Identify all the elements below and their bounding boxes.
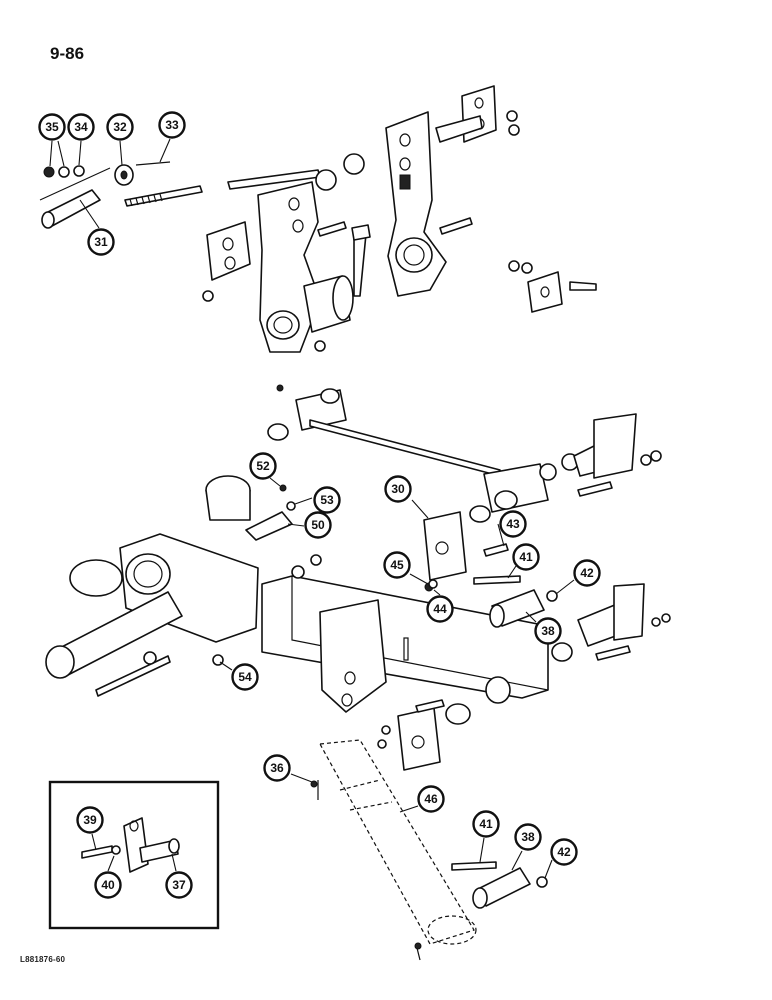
callout-46: 46 xyxy=(417,785,445,813)
callout-labels: 35 34 32 33 31 52 53 50 30 43 41 45 42 44 38 54 36 46 39 41… xyxy=(38,111,601,899)
callout-circle xyxy=(94,871,122,899)
callout-number: 38 xyxy=(521,830,535,844)
callout-circle xyxy=(313,486,341,514)
callout-43: 43 xyxy=(499,510,527,538)
callout-number: 41 xyxy=(479,817,493,831)
callout-number: 36 xyxy=(270,761,284,775)
callout-number: 32 xyxy=(113,120,127,134)
callout-54: 54 xyxy=(231,663,259,691)
callout-number: 42 xyxy=(557,845,571,859)
callout-37: 37 xyxy=(165,871,193,899)
callout-52: 52 xyxy=(249,452,277,480)
callout-circle xyxy=(384,475,412,503)
callout-circle xyxy=(38,113,66,141)
callout-30: 30 xyxy=(384,475,412,503)
callout-circle xyxy=(512,543,540,571)
callout-circle xyxy=(67,113,95,141)
callout-number: 54 xyxy=(238,670,252,684)
callout-number: 34 xyxy=(74,120,88,134)
callout-number: 41 xyxy=(519,550,533,564)
callout-number: 52 xyxy=(256,459,270,473)
callout-number: 38 xyxy=(541,624,555,638)
callout-circle xyxy=(87,228,115,256)
callout-number: 46 xyxy=(424,792,438,806)
callout-circle xyxy=(263,754,291,782)
callout-circle xyxy=(426,595,454,623)
main-frame-assembly xyxy=(45,475,671,771)
callout-circle xyxy=(76,806,104,834)
callout-number: 37 xyxy=(172,878,186,892)
callout-number: 50 xyxy=(311,518,325,532)
callout-38: 38 xyxy=(514,823,542,851)
callout-circle xyxy=(106,113,134,141)
callout-41: 41 xyxy=(472,810,500,838)
reference-code: L881876-60 xyxy=(20,955,66,964)
callout-circle xyxy=(550,838,578,866)
callout-number: 53 xyxy=(320,493,334,507)
callout-circle xyxy=(417,785,445,813)
callout-34: 34 xyxy=(67,113,95,141)
callout-number: 31 xyxy=(94,235,108,249)
callout-31: 31 xyxy=(87,228,115,256)
callout-number: 30 xyxy=(391,482,405,496)
callout-circle xyxy=(472,810,500,838)
callout-36: 36 xyxy=(263,754,291,782)
detail-inset xyxy=(48,780,220,930)
callout-circle xyxy=(249,452,277,480)
callout-38: 38 xyxy=(534,617,562,645)
callout-circle xyxy=(231,663,259,691)
upper-pivot-assembly xyxy=(39,85,597,353)
callout-41: 41 xyxy=(512,543,540,571)
callout-32: 32 xyxy=(106,113,134,141)
callout-number: 39 xyxy=(83,813,97,827)
callout-circle xyxy=(383,551,411,579)
callout-number: 44 xyxy=(433,602,447,616)
callout-number: 35 xyxy=(45,120,59,134)
callout-53: 53 xyxy=(313,486,341,514)
callout-35: 35 xyxy=(38,113,66,141)
callout-circle xyxy=(514,823,542,851)
page-number: 9-86 xyxy=(50,44,85,63)
callout-44: 44 xyxy=(426,595,454,623)
callout-number: 45 xyxy=(390,558,404,572)
callout-33: 33 xyxy=(158,111,186,139)
callout-number: 33 xyxy=(165,118,179,132)
callout-circle xyxy=(573,559,601,587)
callout-leaders xyxy=(49,138,575,879)
callout-42: 42 xyxy=(573,559,601,587)
callout-42: 42 xyxy=(550,838,578,866)
callout-45: 45 xyxy=(383,551,411,579)
callout-circle xyxy=(158,111,186,139)
callout-circle xyxy=(304,511,332,539)
callout-50: 50 xyxy=(304,511,332,539)
callout-number: 43 xyxy=(506,517,520,531)
callout-number: 40 xyxy=(101,878,115,892)
callout-circle xyxy=(499,510,527,538)
callout-circle xyxy=(534,617,562,645)
cylinder-outline xyxy=(310,739,548,961)
callout-circle xyxy=(165,871,193,899)
callout-number: 42 xyxy=(580,566,594,580)
callout-40: 40 xyxy=(94,871,122,899)
callout-39: 39 xyxy=(76,806,104,834)
cross-shaft-assembly xyxy=(267,384,662,523)
